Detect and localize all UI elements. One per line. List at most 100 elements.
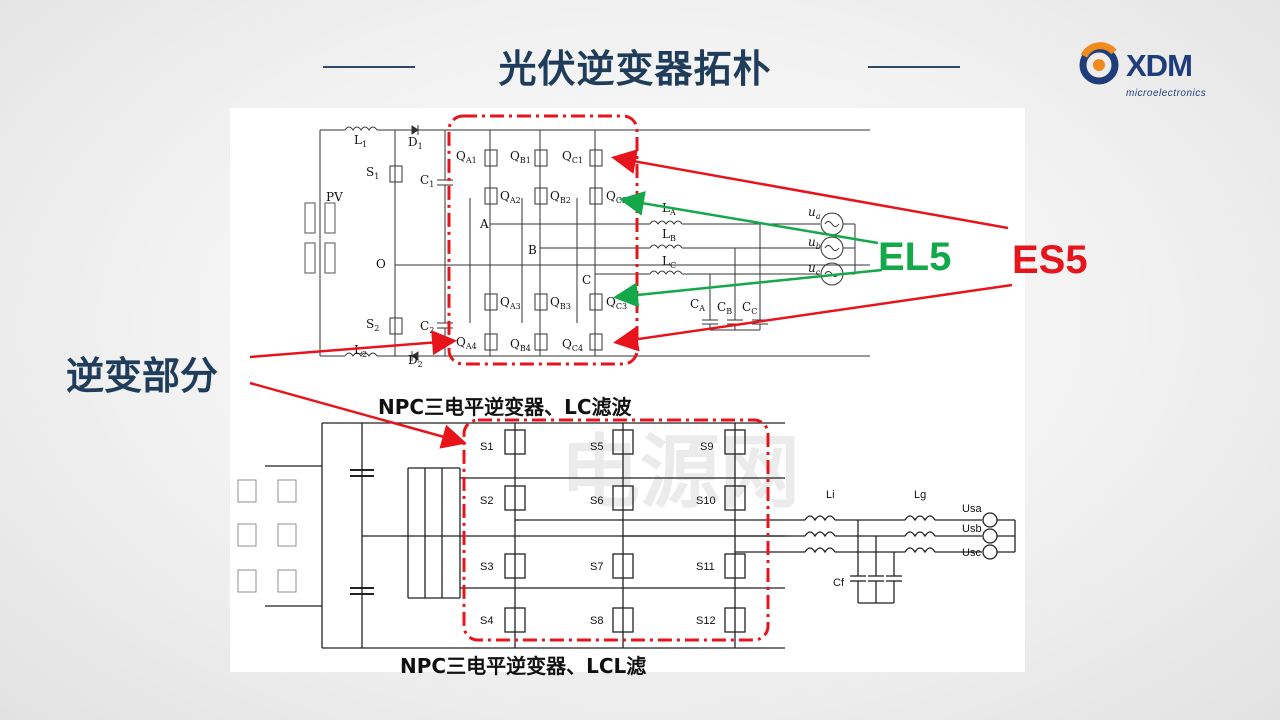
label-Lg: Lg	[914, 489, 926, 501]
svg-text:QA1: QA1	[456, 149, 477, 165]
label-QC1-sub: C1	[572, 156, 583, 165]
arrow-inverter-top	[249, 330, 457, 359]
label-D1: D	[408, 135, 418, 149]
label-CC: C	[742, 300, 751, 314]
label-C2: C	[420, 319, 429, 333]
arrow-es5-top	[611, 149, 1009, 230]
svg-text:CA: CA	[690, 297, 705, 313]
svg-text:D2: D2	[408, 353, 423, 369]
label-S2-sub: 2	[374, 324, 379, 333]
label-QC2: Q	[606, 189, 616, 203]
label-ub: u	[808, 235, 816, 249]
label-Li: Li	[826, 489, 835, 501]
label-QB3: Q	[550, 295, 560, 309]
svg-text:QC4: QC4	[562, 337, 583, 353]
label-LA-sub: A	[669, 208, 676, 217]
label-CB-sub: B	[726, 307, 732, 316]
xdm-logo: XDM microelectronics	[1076, 38, 1226, 102]
caption-bottom: NPC三电平逆变器、LCL滤	[400, 654, 647, 678]
label-S1-sub: 1	[374, 172, 379, 181]
label-Usb: Usb	[962, 523, 982, 535]
label-ua: u	[808, 205, 816, 219]
label-inverter-section: 逆变部分	[66, 354, 219, 398]
label-QB2-sub: B2	[560, 196, 571, 205]
label-CA-sub: A	[698, 304, 705, 313]
label-S6: S6	[590, 495, 603, 507]
label-LC: L	[662, 254, 670, 268]
label-QB1: Q	[510, 149, 520, 163]
label-L2: L	[354, 343, 362, 357]
arrow-el5-bottom	[613, 268, 883, 308]
label-D2: D	[408, 353, 418, 367]
label-S2: S	[366, 317, 374, 331]
label-S2: S2	[480, 495, 493, 507]
svg-text:QA4: QA4	[456, 335, 477, 351]
label-Usa: Usa	[962, 503, 982, 515]
svg-text:ua: ua	[808, 205, 821, 221]
highlight-box-bottom	[462, 418, 770, 642]
svg-text:ub: ub	[808, 235, 821, 251]
label-LB-sub: B	[670, 234, 676, 243]
svg-text:CB: CB	[717, 300, 732, 316]
label-node-C: C	[582, 273, 591, 287]
svg-text:D1: D1	[408, 135, 423, 151]
label-S7: S7	[590, 561, 603, 573]
label-QB1-sub: B1	[520, 156, 531, 165]
logo-mark-icon	[1079, 42, 1119, 85]
label-C1: C	[420, 173, 429, 187]
circuit-diagram: L1 D1 S1 C1 PV O S2 C2 L2 D2 QA1 QB1 QC1…	[237, 125, 1016, 649]
label-S11: S11	[696, 561, 715, 573]
label-el5: EL5	[878, 235, 952, 279]
svg-text:uc: uc	[808, 261, 821, 277]
label-ua-sub: a	[816, 212, 821, 221]
label-D2-sub: 2	[418, 360, 423, 369]
label-L1-sub: 1	[362, 140, 367, 149]
svg-text:LC: LC	[662, 254, 676, 270]
bottom-diagram: S1 S2 S3 S4 S5 S6 S7 S8 S9 S10 S11 S12 L…	[237, 422, 1016, 649]
label-S1: S	[366, 165, 374, 179]
top-diagram: L1 D1 S1 C1 PV O S2 C2 L2 D2 QA1 QB1 QC1…	[304, 125, 870, 369]
label-Usc: Usc	[962, 547, 981, 559]
title-line-left	[323, 66, 415, 68]
logo-brand: XDM	[1126, 48, 1193, 83]
svg-text:L1: L1	[354, 133, 367, 149]
label-Cf: Cf	[833, 577, 845, 589]
label-QC1: Q	[562, 149, 572, 163]
label-node-A: A	[479, 217, 489, 231]
label-QA2: Q	[500, 189, 510, 203]
label-C1-sub: 1	[429, 180, 434, 189]
label-S3: S3	[480, 561, 493, 573]
label-QA3: Q	[500, 295, 510, 309]
label-PV: PV	[326, 190, 343, 204]
label-QC4-sub: C4	[572, 344, 583, 353]
logo-subtitle: microelectronics	[1126, 88, 1207, 99]
label-CA: C	[690, 297, 699, 311]
label-LC-sub: C	[670, 261, 676, 270]
label-QA1: Q	[456, 149, 466, 163]
label-S12: S12	[696, 615, 716, 627]
label-uc: u	[808, 261, 816, 275]
label-uc-sub: c	[816, 268, 821, 277]
arrow-el5-top	[619, 191, 879, 245]
svg-text:S2: S2	[366, 317, 379, 333]
label-QB2: Q	[550, 189, 560, 203]
svg-text:QB4: QB4	[510, 337, 531, 353]
svg-text:QB1: QB1	[510, 149, 531, 165]
label-node-B: B	[528, 243, 537, 257]
svg-text:C1: C1	[420, 173, 434, 189]
svg-text:QA2: QA2	[500, 189, 521, 205]
label-L2-sub: 2	[362, 350, 367, 359]
label-O: O	[376, 257, 386, 271]
caption-top: NPC三电平逆变器、LC滤波	[378, 395, 632, 419]
label-QA2-sub: A2	[509, 196, 521, 205]
label-S9: S9	[700, 441, 713, 453]
label-L1: L	[354, 133, 362, 147]
label-es5: ES5	[1012, 238, 1088, 282]
title-line-right	[868, 66, 960, 68]
watermark: 电源网	[560, 428, 800, 517]
svg-text:QC1: QC1	[562, 149, 583, 165]
label-QC3: Q	[606, 295, 616, 309]
label-S10: S10	[696, 495, 716, 507]
label-S4: S4	[480, 615, 493, 627]
